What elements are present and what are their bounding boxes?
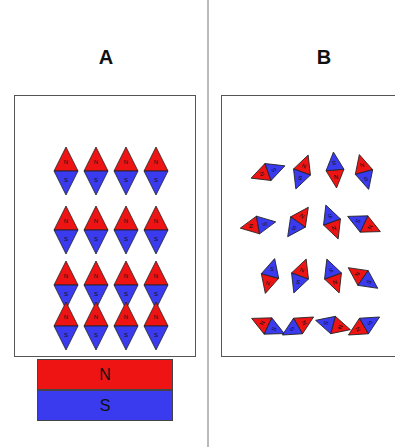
needle-pole-letter: S (94, 177, 98, 183)
compass-needle (239, 213, 278, 237)
needle-pole-letter: N (154, 273, 158, 279)
compass-needle (248, 310, 288, 342)
needle-pole-letter: N (124, 159, 128, 165)
panel-title: B (222, 46, 395, 69)
needle-pole-letter: N (124, 218, 128, 224)
compass-needle (317, 202, 346, 242)
needle-pole-letter: S (124, 332, 128, 338)
pole-label: N (99, 366, 111, 384)
needle-pole-letter: S (64, 236, 68, 242)
needle-pole-letter: N (64, 218, 68, 224)
needle-pole-letter: N (333, 174, 338, 180)
needle-pole-letter: N (94, 314, 98, 320)
compass-needle (114, 206, 138, 254)
needle-pole-letter: N (94, 218, 98, 224)
needle-pole-letter: S (94, 291, 98, 297)
compass-needle (344, 208, 384, 240)
compass-needle (278, 309, 318, 343)
needle-pole-letter: S (64, 332, 68, 338)
needle-pole-letter: N (94, 273, 98, 279)
compass-needle (287, 152, 316, 192)
compass-needle (144, 206, 168, 254)
needle-pole-letter: S (64, 177, 68, 183)
needle-pole-letter: N (64, 314, 68, 320)
needle-pole-letter: N (154, 159, 158, 165)
needle-pole-letter: S (154, 177, 158, 183)
compass-needle (54, 206, 78, 254)
panel-title: A (15, 46, 197, 69)
compass-needle (114, 302, 138, 350)
needle-pole-letter: N (124, 314, 128, 320)
needle-pole-letter: S (64, 291, 68, 297)
compass-needle (84, 206, 108, 254)
compass-needle (313, 312, 352, 339)
compass-needle (144, 147, 168, 195)
compass-needle (351, 152, 378, 191)
needle-pole-letter: S (154, 332, 158, 338)
needle-pole-letter: N (94, 159, 98, 165)
compass-needle (324, 151, 345, 188)
needle-pole-letter: N (64, 273, 68, 279)
needle-pole-letter: N (64, 159, 68, 165)
needle-pole-letter: S (94, 332, 98, 338)
needle-pole-letter: N (154, 314, 158, 320)
compass-needle (248, 157, 288, 186)
compass-needle (84, 147, 108, 195)
compass-needle (54, 147, 78, 195)
magnet-north: N (37, 359, 173, 390)
needle-pole-letter: N (124, 273, 128, 279)
compass-needle (257, 256, 284, 295)
compass-needle (343, 260, 383, 295)
needle-pole-letter: S (154, 291, 158, 297)
compass-needle (318, 256, 347, 296)
compass-needle (285, 256, 314, 296)
needle-pole-letter: S (261, 221, 268, 226)
needle-pole-letter: S (124, 177, 128, 183)
compass-needle (54, 302, 78, 350)
needle-group (54, 147, 384, 350)
compass-needle (344, 309, 384, 343)
compass-needle (114, 147, 138, 195)
needle-pole-letter: S (124, 291, 128, 297)
panel-frame: A (14, 95, 196, 357)
pole-label: S (100, 397, 111, 415)
compass-needle (144, 302, 168, 350)
divider-line (208, 0, 209, 447)
compass-needle (280, 202, 315, 242)
magnet-south: S (37, 390, 173, 421)
needle-pole-letter: S (94, 236, 98, 242)
needle-pole-letter: S (154, 236, 158, 242)
needle-pole-letter: S (124, 236, 128, 242)
compass-needle (84, 302, 108, 350)
needle-pole-letter: N (154, 218, 158, 224)
